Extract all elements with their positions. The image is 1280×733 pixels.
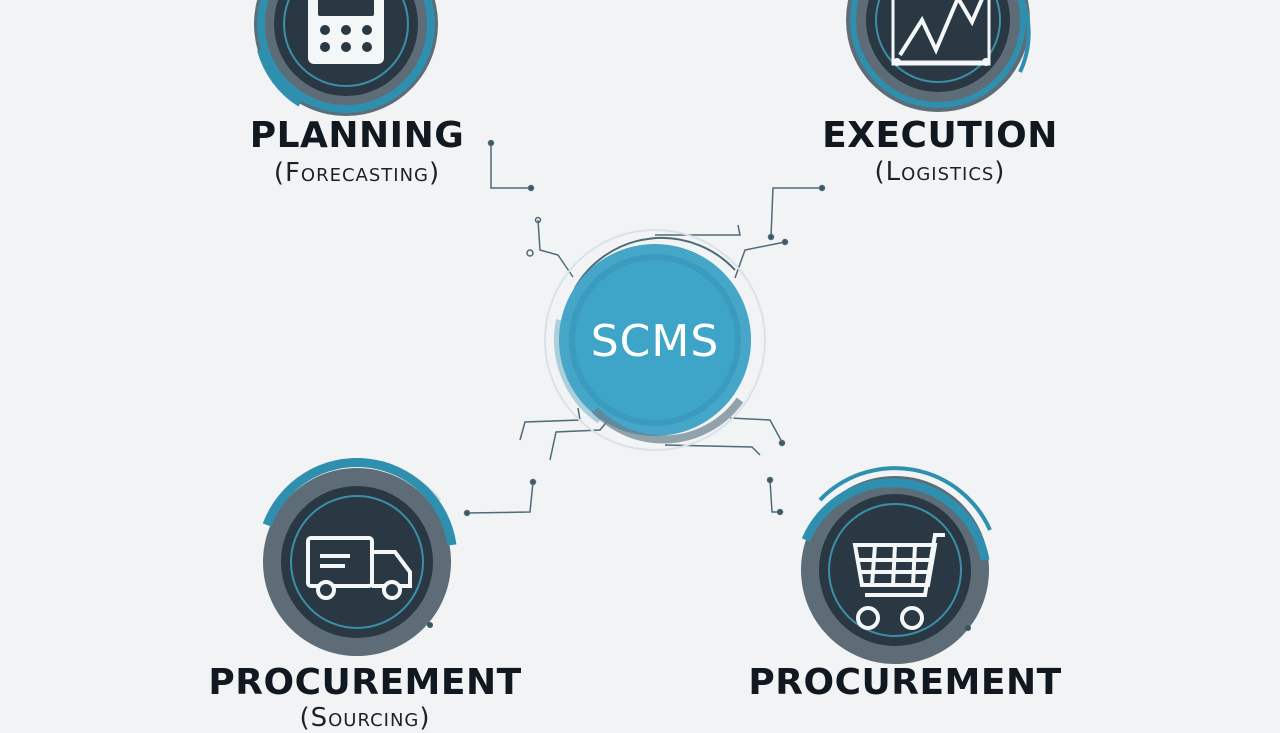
scms-label: SCMS <box>590 316 720 367</box>
shopping-cart-icon <box>852 533 945 630</box>
planning-subtitle: (Forecasting) <box>273 158 441 188</box>
procurement-left-title: PROCUREMENT <box>208 662 522 703</box>
delivery-truck-icon <box>306 536 412 600</box>
scms-center-node <box>544 229 766 451</box>
connector-execution <box>770 187 822 238</box>
planning-node <box>254 0 438 116</box>
connector-procurement-left <box>466 481 534 514</box>
procurement-left-subtitle: (Sourcing) <box>299 703 431 733</box>
execution-subtitle: (Logistics) <box>874 157 1006 187</box>
procurement-left-node <box>262 458 457 656</box>
procurement-right-title: PROCUREMENT <box>748 662 1062 703</box>
planning-title: PLANNING <box>249 115 465 156</box>
procurement-right-node <box>801 466 992 664</box>
connector-procurement-right <box>769 479 780 513</box>
execution-title: EXECUTION <box>822 115 1058 156</box>
calculator-icon <box>308 0 384 64</box>
execution-node <box>846 0 1031 112</box>
connector-planning <box>490 143 531 189</box>
line-chart-icon <box>891 0 991 66</box>
